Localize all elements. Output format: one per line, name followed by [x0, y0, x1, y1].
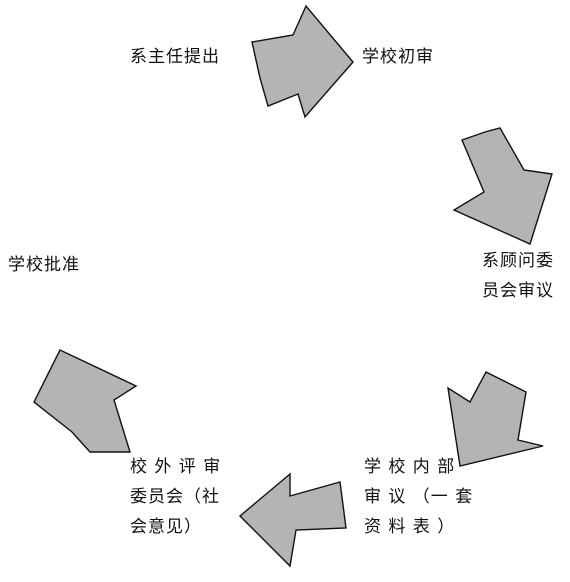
step-advisory-line-2: 员会审议 — [482, 281, 554, 301]
step-internal: 学 校 内 部 审 议 （一 套 资 料 表 ） — [364, 452, 473, 542]
arrow-to-internal — [447, 371, 544, 467]
step-advisory-line-1: 系顾问委 — [482, 251, 554, 271]
arrow-to-advisory — [452, 127, 553, 245]
arrow-to-school-review — [251, 4, 354, 119]
step-external-line-1: 校 外 评 审 — [130, 457, 222, 477]
step-advisory: 系顾问委 员会审议 — [482, 246, 554, 306]
step-school-review: 学校初审 — [362, 47, 434, 67]
step-approval: 学校批准 — [8, 255, 80, 275]
arrow-to-approval — [33, 349, 138, 453]
step-external-line-3: 会意见） — [130, 517, 202, 537]
arrow-to-external — [238, 472, 347, 568]
step-internal-line-3: 资 料 表 ） — [364, 517, 456, 537]
step-dept-head: 系主任提出 — [130, 47, 220, 67]
step-internal-line-1: 学 校 内 部 — [364, 457, 456, 477]
step-external-line-2: 委员会（社 — [130, 487, 220, 507]
step-external: 校 外 评 审 委员会（社 会意见） — [130, 452, 221, 542]
step-internal-line-2: 审 议 （一 套 — [364, 487, 474, 507]
